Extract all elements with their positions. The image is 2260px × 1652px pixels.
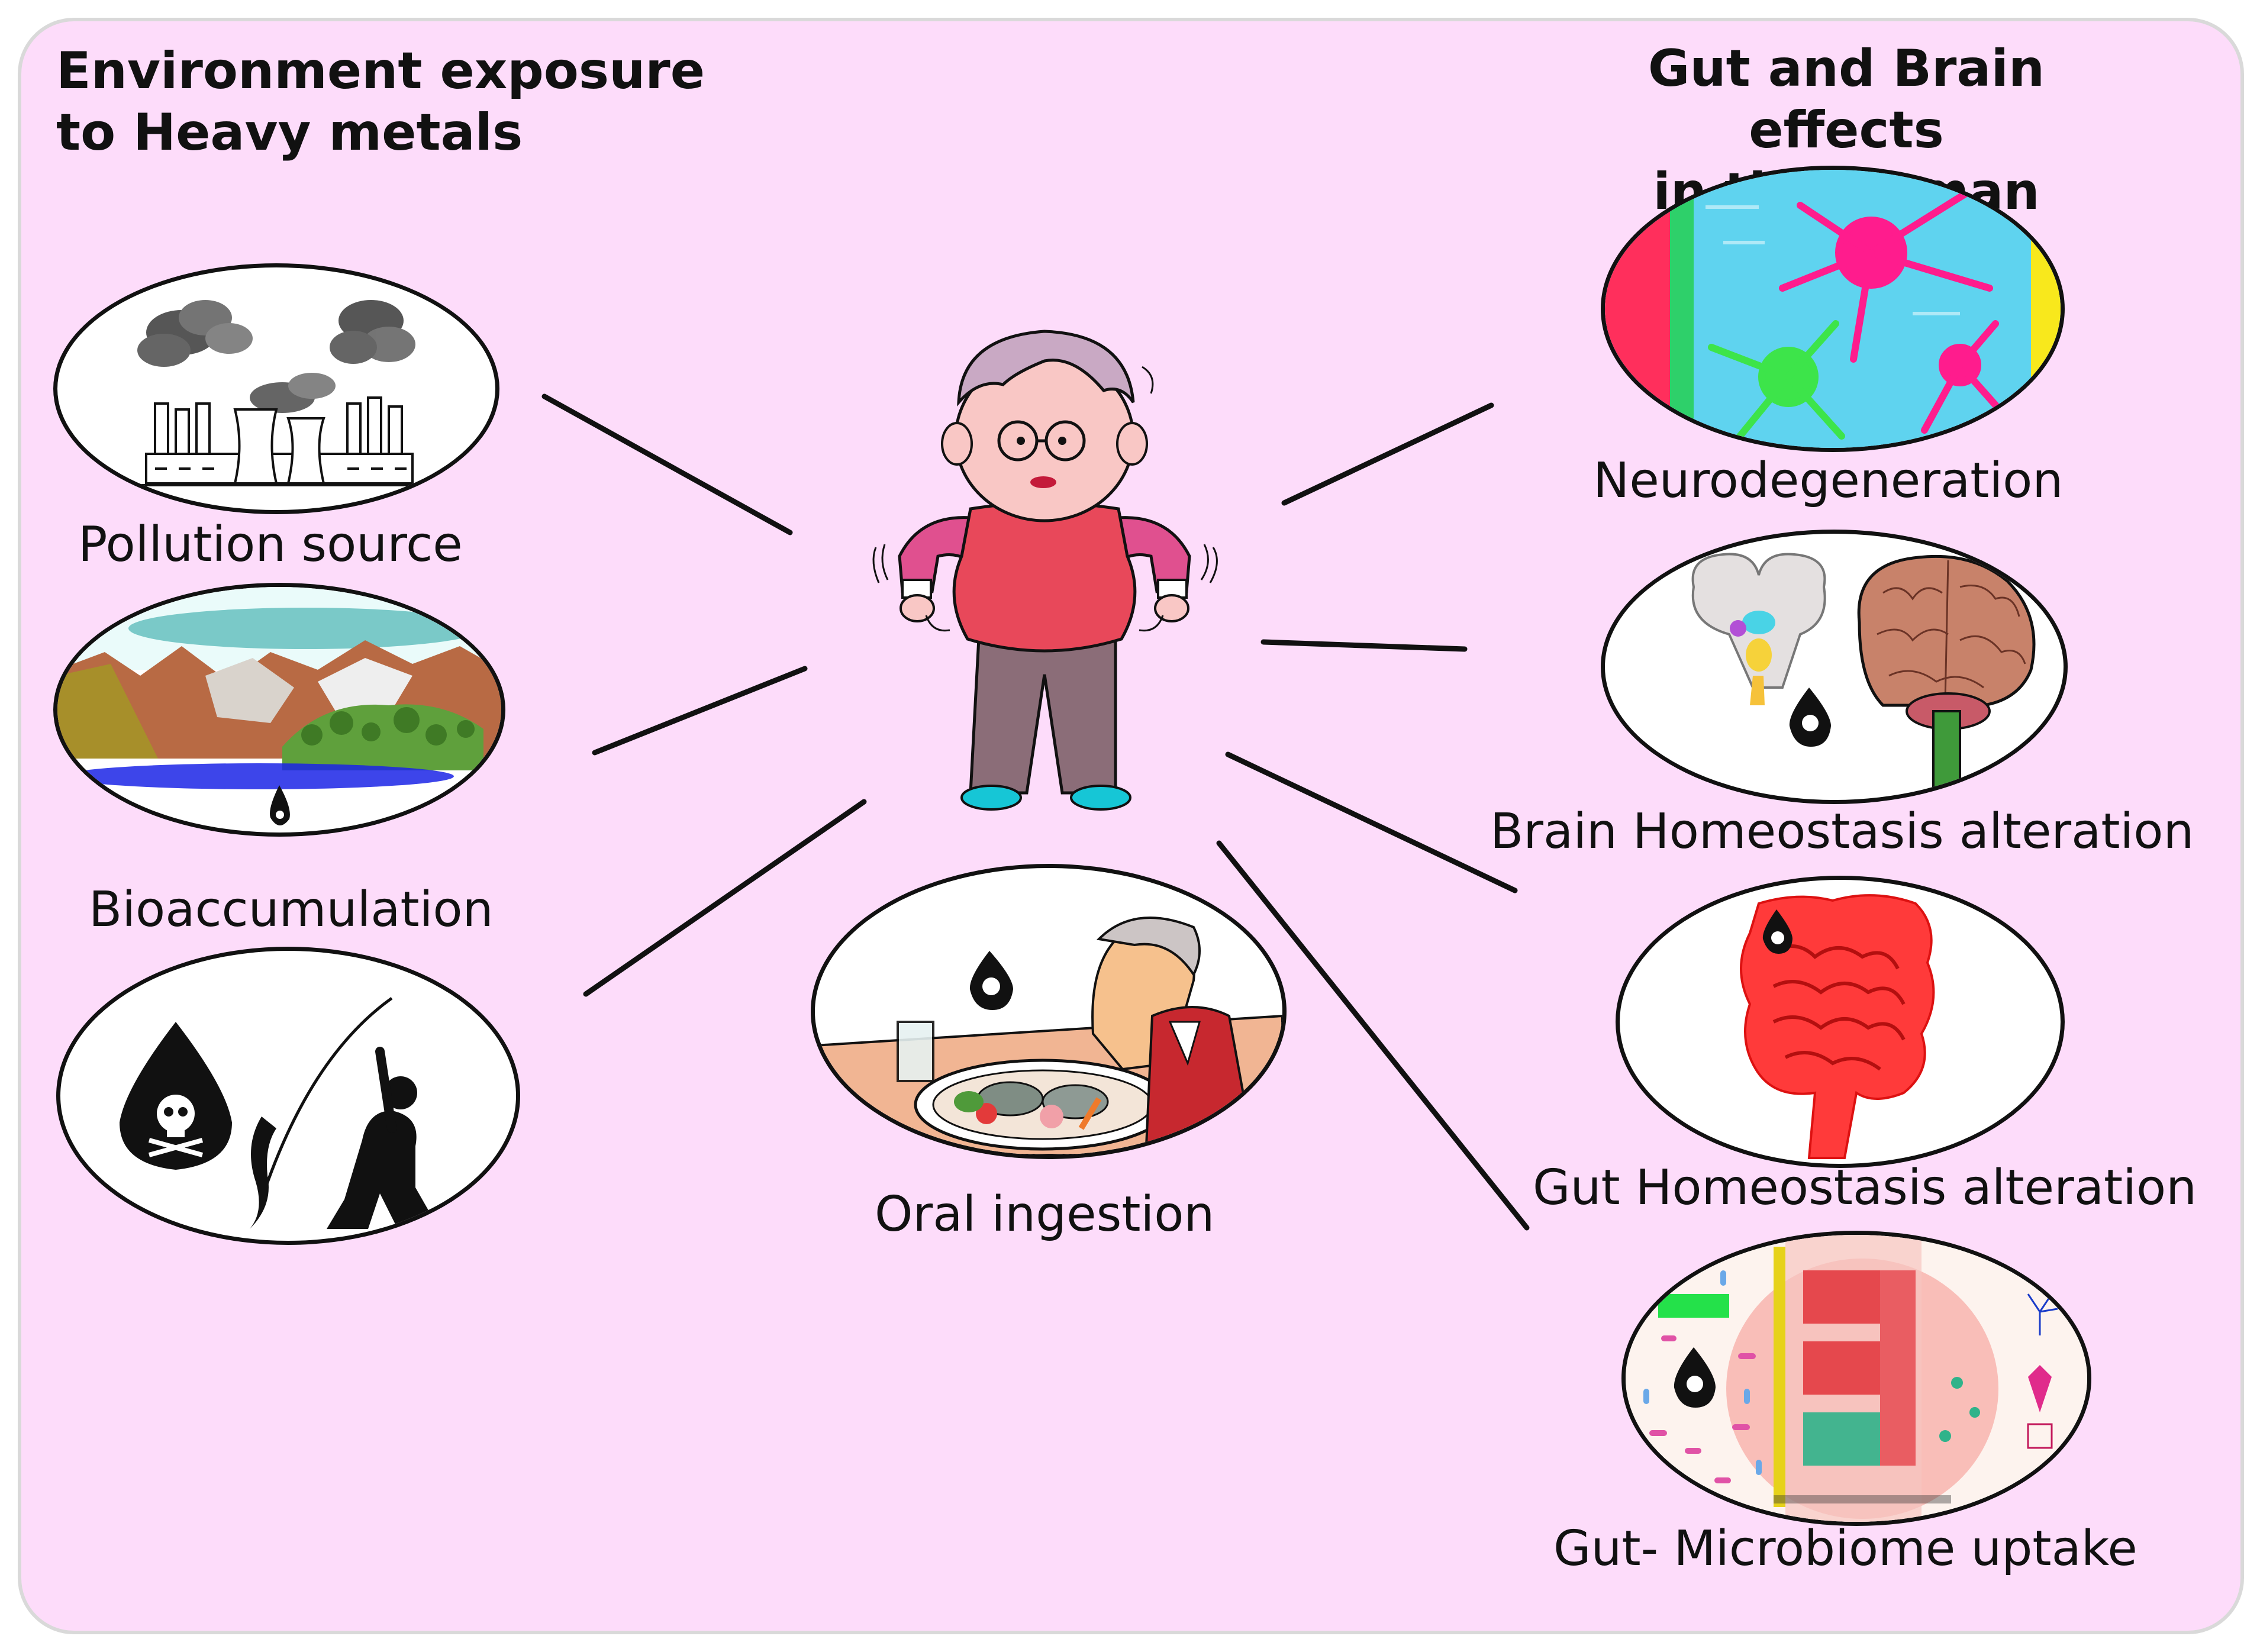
label-gut-microbiome: Gut- Microbiome uptake xyxy=(1553,1521,2138,1577)
pollution-oval xyxy=(53,263,499,514)
line-bioaccumulation xyxy=(592,666,808,756)
microbiome-oval xyxy=(1621,1231,2091,1526)
toxin-drop-icon xyxy=(1674,1347,1716,1408)
line-pollution xyxy=(541,393,793,535)
bioaccumulation-oval xyxy=(53,583,505,837)
neurodegeneration-oval xyxy=(1601,166,2065,452)
gut-oval xyxy=(1616,876,2065,1168)
label-oral-ingestion: Oral ingestion xyxy=(875,1186,1215,1243)
label-brain-homeostasis: Brain Homeostasis alteration xyxy=(1490,804,2194,860)
fishing-icon xyxy=(120,996,439,1229)
toxin-drop-icon xyxy=(1762,909,1792,954)
line-gut xyxy=(1225,751,1518,893)
fishing-oval xyxy=(56,947,520,1245)
neuron-icon xyxy=(1605,170,2061,448)
microbiome-icon xyxy=(1626,1235,2087,1522)
person-figure xyxy=(872,330,1218,811)
landscape-icon xyxy=(57,587,501,826)
factory-icon xyxy=(128,300,436,486)
brain-oval xyxy=(1601,530,2068,804)
line-brain xyxy=(1260,639,1468,652)
toxin-drop-icon xyxy=(969,951,1013,1010)
line-microbiome xyxy=(1216,840,1530,1231)
brain-icon xyxy=(1691,553,2036,800)
label-neurodegeneration: Neurodegeneration xyxy=(1593,453,2064,509)
label-pollution-source: Pollution source xyxy=(78,517,463,573)
line-neurodegeneration xyxy=(1281,402,1494,506)
toxin-drop-icon xyxy=(1789,688,1831,747)
left-heading: Environment exposure to Heavy metals xyxy=(56,41,705,162)
label-bioaccumulation: Bioaccumulation xyxy=(89,882,494,938)
brain-section-icon xyxy=(1691,553,1826,705)
toxin-drop-icon xyxy=(270,785,290,826)
oral-ingestion-oval xyxy=(811,864,1287,1159)
line-fishing xyxy=(583,799,867,997)
eating-icon xyxy=(815,917,1282,1155)
toxin-drop-icon xyxy=(120,1022,232,1170)
intestine-icon xyxy=(1740,894,1935,1159)
label-gut-homeostasis: Gut Homeostasis alteration xyxy=(1533,1160,2197,1216)
whole-brain-icon xyxy=(1857,554,2036,800)
